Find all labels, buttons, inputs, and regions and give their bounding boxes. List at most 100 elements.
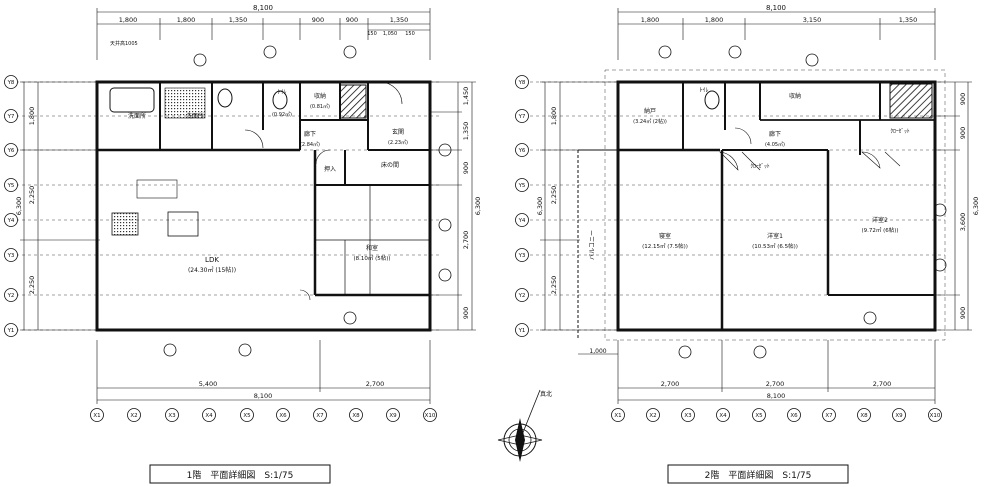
room-label-hall2: 廊下 bbox=[769, 130, 781, 138]
floor2-dim-right-total: 6,300 bbox=[972, 197, 980, 216]
room-area-western2: (9.72㎡ (6帖)) bbox=[861, 226, 898, 234]
floor1-row-label-bubble bbox=[4, 213, 18, 227]
floor1-col-label-bubble bbox=[165, 408, 179, 422]
floor2-col-label-bubble bbox=[822, 408, 836, 422]
floor2-row-label: Y4 bbox=[518, 218, 526, 224]
floor1-dim-right-1: 1,450 bbox=[462, 87, 470, 106]
floor2-col-label-bubble bbox=[857, 408, 871, 422]
floor2-stairs bbox=[889, 83, 933, 119]
kitchen-island bbox=[167, 211, 199, 237]
floor2-plan: 8,100 1,800 1,800 3,150 1,350 1,800 2,25… bbox=[530, 4, 980, 404]
floor2-dim-left-2: 2,250 bbox=[550, 186, 558, 205]
floor1-row-label: Y8 bbox=[7, 80, 15, 86]
floor1-row-label-bubble bbox=[4, 248, 18, 262]
floor1-caption: 1階 平面詳細図 S:1/75 bbox=[187, 469, 294, 481]
floor1-col-label-bubble bbox=[349, 408, 363, 422]
floor2-dim-bottom-1: 2,700 bbox=[661, 380, 680, 388]
floor1-row-label-bubble bbox=[4, 323, 18, 337]
floor2-col-label: X6 bbox=[790, 413, 798, 419]
floor1-col-label-bubble bbox=[90, 408, 104, 422]
floor2-col-label: X3 bbox=[684, 413, 692, 419]
floor1-dim-right-3: 900 bbox=[462, 162, 470, 174]
north-compass bbox=[497, 389, 543, 462]
room-label-closet: 押入 bbox=[324, 165, 336, 173]
floor1-col-label: X7 bbox=[316, 413, 324, 419]
room-label-storage: 収納 bbox=[314, 92, 326, 100]
floor2-row-label-bubble bbox=[515, 109, 529, 123]
floor2-row-label: Y7 bbox=[518, 114, 526, 120]
floor1-caption-box: 1階 平面詳細図 S:1/75 bbox=[149, 464, 331, 484]
floor2-dims-right bbox=[935, 81, 972, 331]
room-area-ldk: (24.30㎡ (15帖)) bbox=[188, 266, 236, 274]
room-label-bath: 洗面所 bbox=[128, 112, 146, 120]
floor2-row-label: Y6 bbox=[518, 148, 526, 154]
toilet-icon bbox=[272, 90, 288, 110]
floor1-dim-top-2: 1,800 bbox=[177, 16, 196, 24]
floor2-dim-left-3: 2,250 bbox=[550, 276, 558, 295]
floor1-row-label: Y4 bbox=[7, 218, 15, 224]
floor2-col-label: X9 bbox=[895, 413, 903, 419]
floor2-toilet-icon bbox=[704, 90, 720, 110]
sink-icon bbox=[217, 88, 233, 108]
floor2-col-label: X4 bbox=[719, 413, 727, 419]
floor1-dim-top-1: 1,800 bbox=[119, 16, 138, 24]
floor2-col-label: X1 bbox=[614, 413, 621, 419]
room-area-hall2: (4.05㎡) bbox=[765, 141, 785, 148]
floor2-dim-bottom-total: 8,100 bbox=[767, 392, 786, 400]
floor2-row-label: Y8 bbox=[518, 80, 526, 86]
floor2-dim-right-4: 900 bbox=[959, 307, 967, 319]
floor1-window-symbols bbox=[163, 45, 452, 357]
floor1-dim-bottom-2: 2,700 bbox=[366, 380, 385, 388]
floor1-col-label-bubble bbox=[313, 408, 327, 422]
floor2-window-symbols bbox=[658, 45, 947, 359]
room-label-western1: 洋室1 bbox=[767, 232, 783, 240]
floor2-row-label-bubble bbox=[515, 75, 529, 89]
floor1-row-label: Y2 bbox=[7, 293, 15, 299]
floor2-col-label-bubble bbox=[716, 408, 730, 422]
floor1-row-label-bubble bbox=[4, 109, 18, 123]
room-area-storeroom: (3.24㎡ (2帖)) bbox=[633, 118, 667, 125]
floor1-dim-bottom-total: 8,100 bbox=[254, 392, 273, 400]
room-area-entrance: (2.23㎡) bbox=[388, 139, 408, 146]
floor1-row-label: Y6 bbox=[7, 148, 15, 154]
floor2-dim-top-1: 1,800 bbox=[641, 16, 660, 24]
floor2-col-label-bubble bbox=[646, 408, 660, 422]
floor2-grid bbox=[530, 69, 946, 341]
floor1-dim-top-6: 1,350 bbox=[390, 16, 409, 24]
floor1-dim-left-2: 2,250 bbox=[28, 186, 36, 205]
floor1-row-label-bubble bbox=[4, 75, 18, 89]
floor1-plan: 8,100 1,800 1,800 1,350 900 900 1,350 15… bbox=[10, 4, 482, 404]
floor2-caption-box: 2階 平面詳細図 S:1/75 bbox=[667, 464, 849, 484]
floor2-row-label: Y1 bbox=[518, 328, 526, 334]
floor1-row-label: Y7 bbox=[7, 114, 15, 120]
floor2-door-swings bbox=[719, 127, 901, 171]
floor2-dim-top-3: 3,150 bbox=[803, 16, 822, 24]
floor2-dims-top bbox=[617, 8, 936, 60]
floor1-col-label-bubble bbox=[202, 408, 216, 422]
floor1-col-label-bubble bbox=[127, 408, 141, 422]
floor1-dims-bottom bbox=[96, 340, 431, 404]
floor2-dim-left-total: 6,300 bbox=[536, 197, 544, 216]
floor1-dim-top-3: 1,350 bbox=[229, 16, 248, 24]
room-label-closet-a: ｸﾛｰｾﾞｯﾄ bbox=[750, 163, 770, 170]
floor1-col-label: X3 bbox=[168, 413, 176, 419]
room-area-western1: (10.53㎡ (6.5帖)) bbox=[752, 242, 798, 250]
floor1-col-label: X8 bbox=[352, 413, 360, 419]
floor1-col-label: X9 bbox=[389, 413, 397, 419]
floor1-dim-left-3: 2,250 bbox=[28, 276, 36, 295]
floor2-col-label: X8 bbox=[860, 413, 868, 419]
room-label-storeroom: 納戸 bbox=[644, 107, 656, 115]
floor1-row-label-bubble bbox=[4, 178, 18, 192]
floor1-col-label-bubble bbox=[386, 408, 400, 422]
floor1-row-label: Y5 bbox=[7, 183, 15, 189]
floor2-dim-right-1: 900 bbox=[959, 93, 967, 105]
floor2-row-label-bubble bbox=[515, 178, 529, 192]
floor1-row-label: Y1 bbox=[7, 328, 15, 334]
floor1-dim-left-total: 6,300 bbox=[15, 197, 23, 216]
floor2-dim-total-top: 8,100 bbox=[766, 4, 786, 12]
floor2-col-label: X7 bbox=[825, 413, 833, 419]
floor1-dim-right-2: 1,350 bbox=[462, 122, 470, 141]
floor1-dim-total-top: 8,100 bbox=[253, 4, 273, 12]
